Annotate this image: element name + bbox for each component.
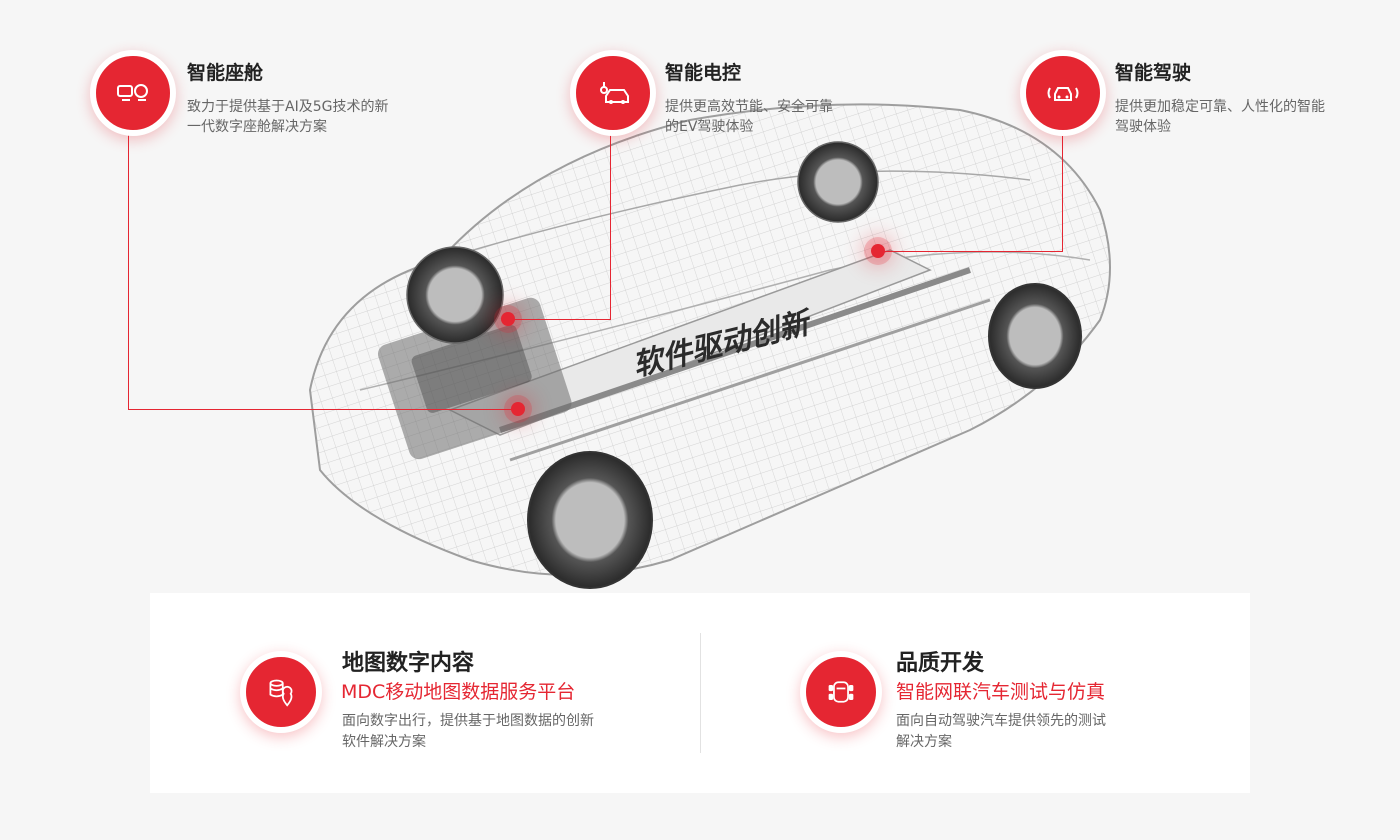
- service-title-map: 地图数字内容: [342, 651, 475, 676]
- service-title-quality: 品质开发: [896, 651, 985, 676]
- wireframe-car-image: 软件驱动创新: [308, 103, 1111, 589]
- hotspot-cockpit[interactable]: [511, 402, 525, 416]
- ev-charging-icon: [600, 82, 629, 104]
- service-subtitle-quality: 智能网联汽车测试与仿真: [896, 681, 1106, 703]
- leader-line-control-v: [610, 128, 611, 320]
- leader-line-driving-h: [878, 251, 1063, 252]
- bottom-services-panel: 地图数字内容 MDC移动地图数据服务平台 面向数字出行，提供基于地图数据的创新软…: [150, 593, 1250, 793]
- service-desc-map: 面向数字出行，提供基于地图数据的创新软件解决方案: [342, 713, 594, 750]
- leader-line-driving-v: [1062, 128, 1063, 252]
- hotspot-control[interactable]: [501, 312, 515, 326]
- leader-line-cockpit-v: [128, 130, 129, 410]
- cockpit-icon-button[interactable]: [90, 50, 176, 136]
- autonomous-driving-icon-button[interactable]: [1020, 50, 1106, 136]
- hotspot-driving[interactable]: [871, 244, 885, 258]
- feature-desc-cockpit: 致力于提供基于AI及5G技术的新一代数字座舱解决方案: [187, 99, 389, 135]
- ev-control-icon-button[interactable]: [570, 50, 656, 136]
- feature-title-cockpit: 智能座舱: [187, 62, 264, 84]
- car-test-icon-button[interactable]: [800, 651, 882, 733]
- feature-title-driving: 智能驾驶: [1115, 62, 1192, 84]
- autonomous-car-icon: [1047, 87, 1079, 101]
- leader-line-cockpit-h: [128, 409, 518, 410]
- service-desc-quality: 面向自动驾驶汽车提供领先的测试解决方案: [896, 713, 1106, 750]
- car-illustration: 软件驱动创新: [270, 90, 1150, 600]
- service-subtitle-map: MDC移动地图数据服务平台: [341, 681, 576, 703]
- panel-divider: [700, 633, 701, 753]
- feature-desc-ev-control: 提供更高效节能、安全可靠的EV驾驶体验: [665, 99, 833, 135]
- car-test-icon: [828, 681, 854, 703]
- map-data-icon: [269, 679, 293, 707]
- feature-title-ev-control: 智能电控: [665, 62, 742, 84]
- cockpit-icon: [117, 84, 148, 101]
- leader-line-control-h: [508, 319, 611, 320]
- map-data-icon-button[interactable]: [240, 651, 322, 733]
- feature-desc-driving: 提供更加稳定可靠、人性化的智能驾驶体验: [1115, 99, 1325, 135]
